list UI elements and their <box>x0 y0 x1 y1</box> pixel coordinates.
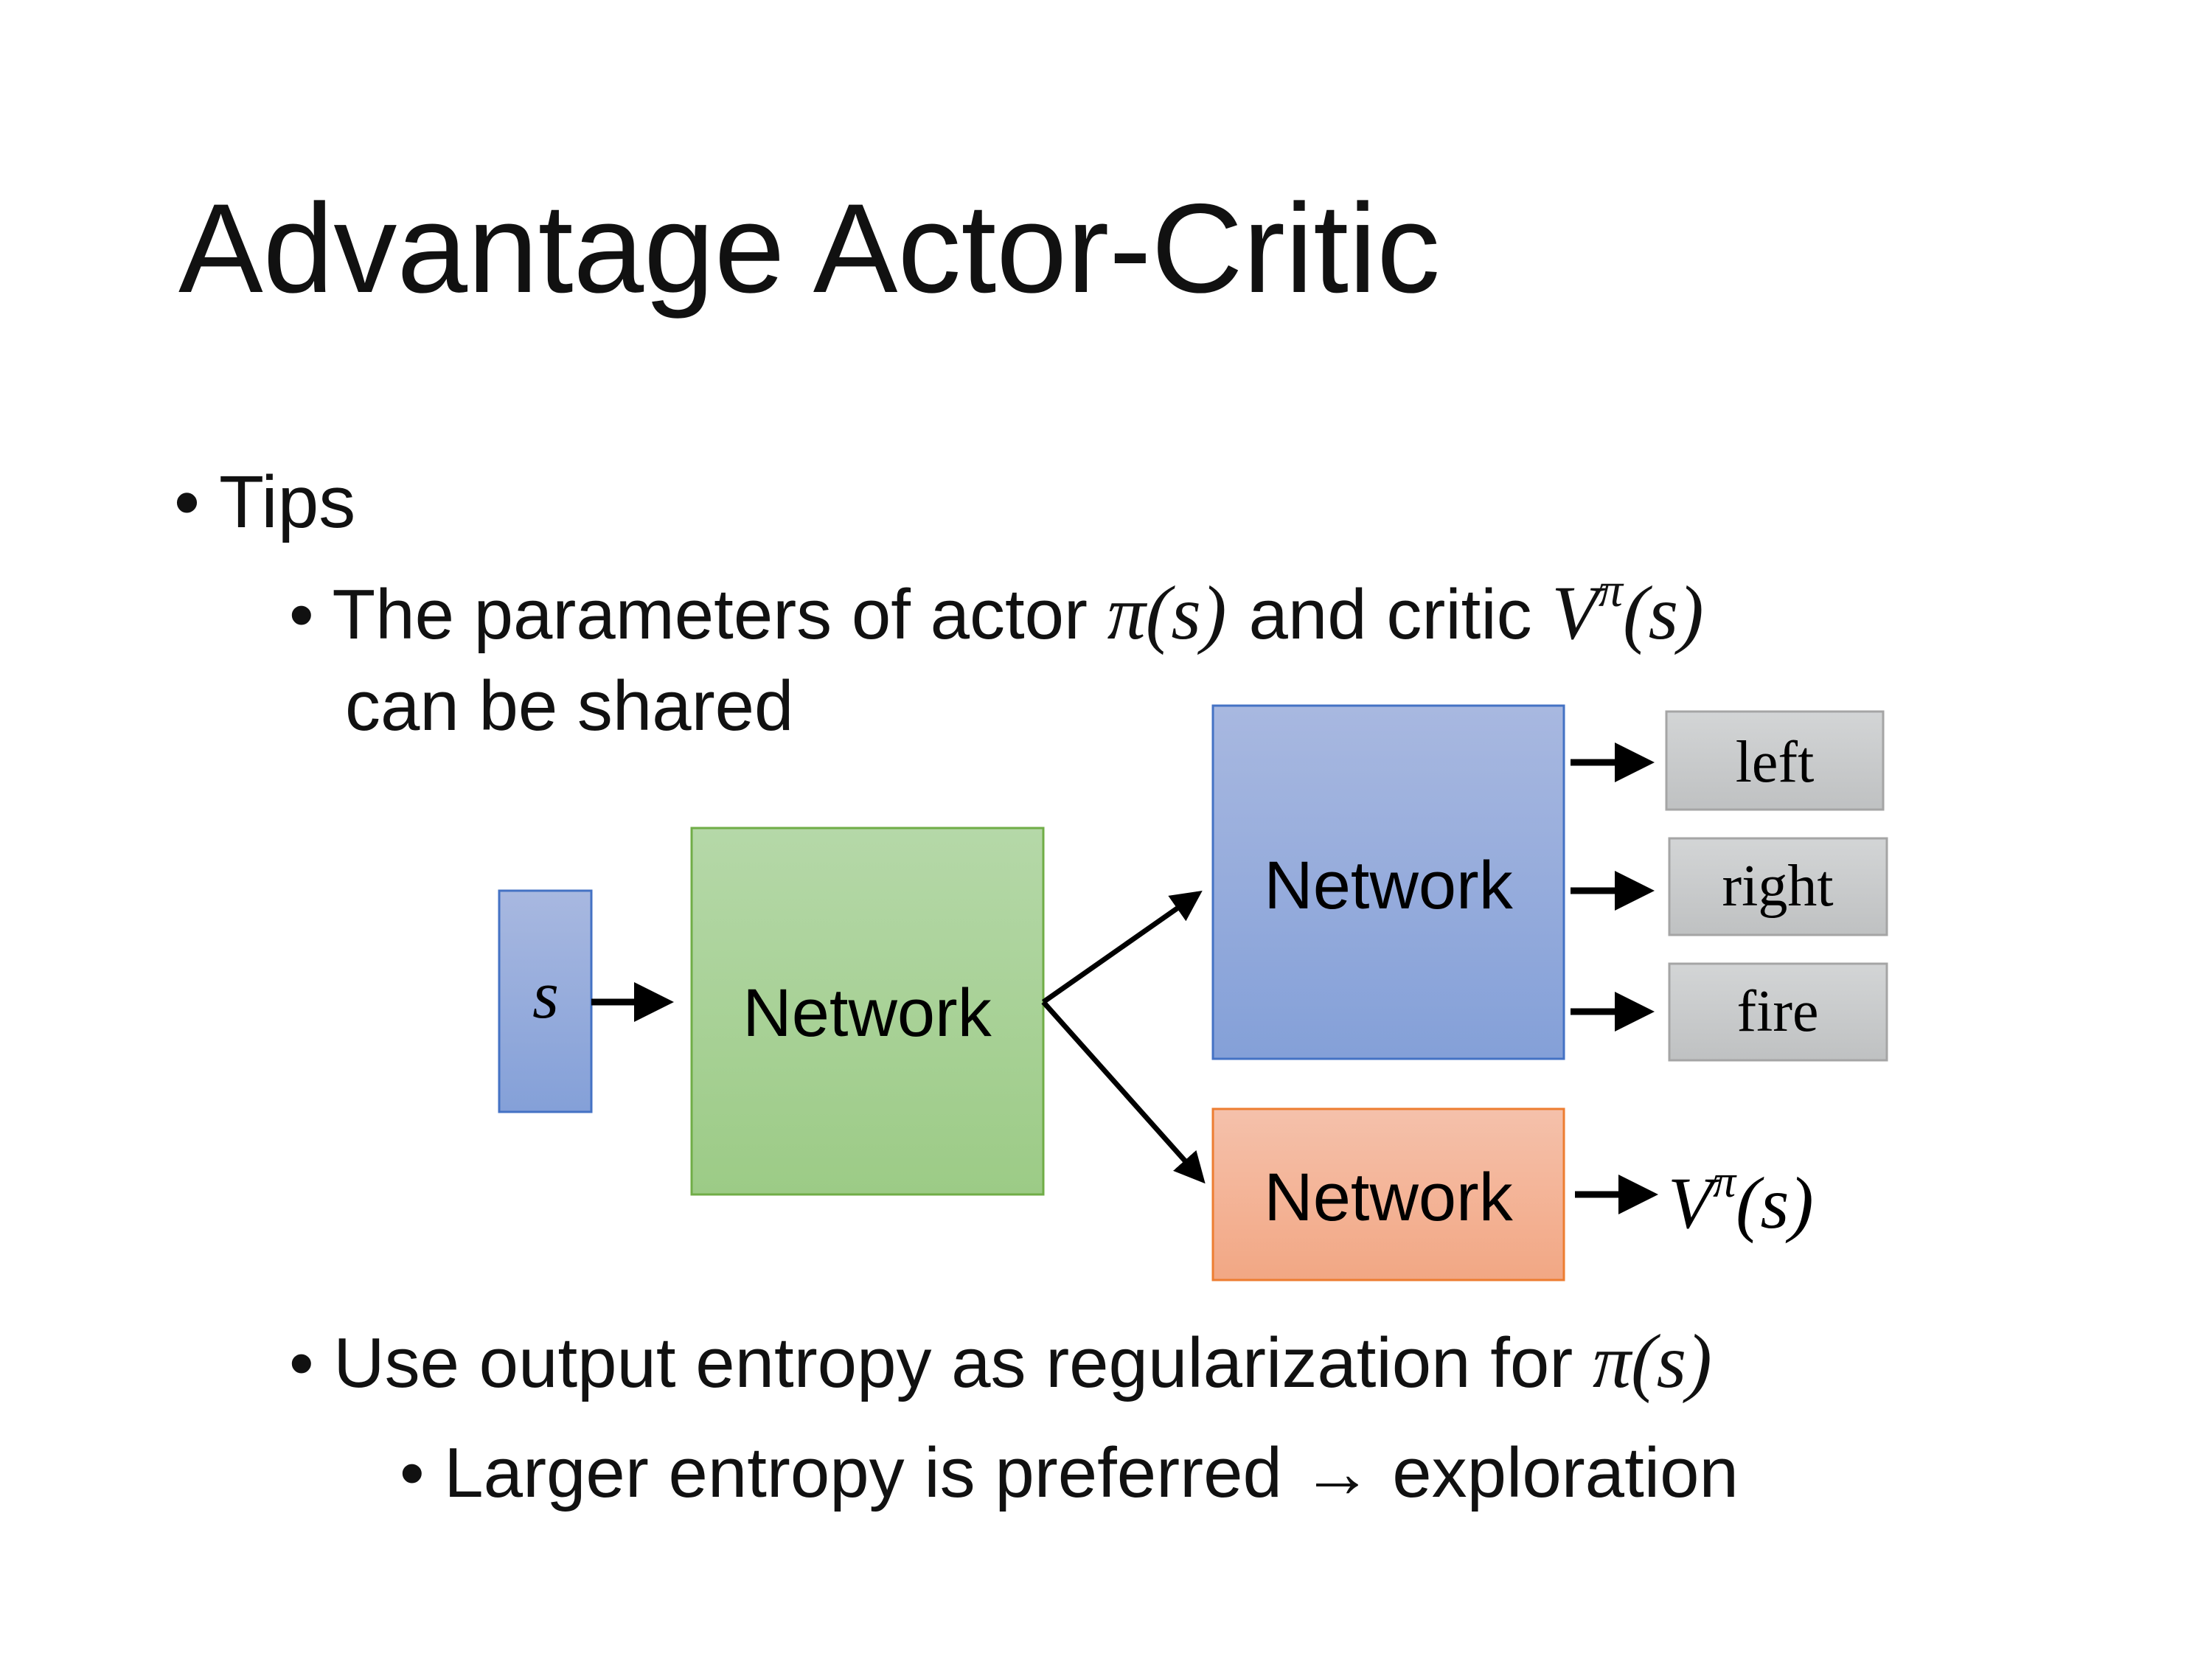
arrow-shared-to-critic <box>1041 1000 1206 1184</box>
input-box <box>498 889 593 1113</box>
action-label-left: left <box>1736 730 1815 795</box>
critic-output-label: Vπ(s) <box>1668 1157 1814 1244</box>
actor-network-label: Network <box>1264 848 1513 923</box>
critic-network-label: Network <box>1264 1160 1513 1235</box>
input-label: s <box>532 957 559 1032</box>
actor-critic-diagram: s Network Network Network left right fir… <box>498 704 1888 1281</box>
bullet-tips: • Tips <box>174 461 355 543</box>
shared-network-box <box>690 827 1045 1196</box>
bullet-shared-line2: can be shared <box>345 667 793 745</box>
action-box-right <box>1668 837 1888 936</box>
bullet-entropy: • Use output entropy as regularization f… <box>289 1319 1712 1404</box>
arrow-shared-to-actor <box>1041 890 1203 1004</box>
action-box-left <box>1665 710 1885 811</box>
bullet-shared: • The parameters of actor π(s)and critic… <box>289 563 1704 655</box>
action-box-fire <box>1668 962 1888 1062</box>
action-label-fire: fire <box>1736 979 1818 1044</box>
action-label-right: right <box>1722 854 1833 919</box>
bullet-larger-entropy: • Larger entropy is preferred → explorat… <box>400 1433 1739 1512</box>
actor-network-box <box>1211 704 1565 1060</box>
slide-title: Advantage Actor-Critic <box>178 178 1440 319</box>
critic-network-box <box>1211 1107 1565 1281</box>
shared-network-label: Network <box>742 975 992 1051</box>
